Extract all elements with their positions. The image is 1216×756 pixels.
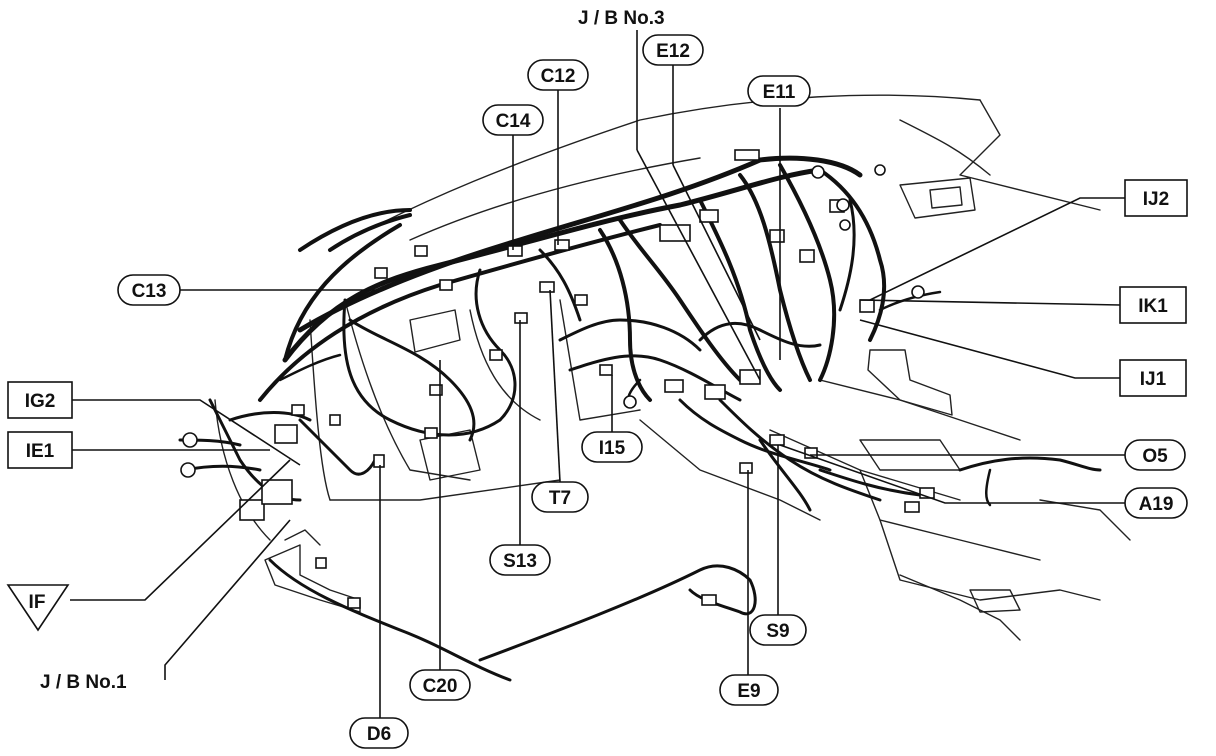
callout-a19: A19	[1124, 487, 1188, 519]
callout-c13: C13	[117, 274, 181, 306]
label-ie1: IE1	[26, 441, 55, 462]
callout-c12: C12	[527, 59, 589, 91]
label-c14: C14	[496, 111, 531, 132]
callout-ij2: IJ2	[1124, 179, 1188, 217]
label-e9: E9	[737, 681, 760, 702]
label-ij2: IJ2	[1143, 189, 1169, 210]
label-if: IF	[29, 592, 46, 613]
callout-jb3: J / B No.3	[578, 8, 665, 29]
harness-connectors	[180, 149, 935, 609]
label-a19: A19	[1139, 494, 1174, 515]
label-s13: S13	[503, 551, 537, 572]
callout-d6: D6	[349, 717, 409, 749]
label-jb3: J / B No.3	[578, 8, 665, 29]
label-o5: O5	[1142, 446, 1168, 467]
callout-e11: E11	[747, 75, 811, 107]
label-i15: I15	[599, 438, 626, 459]
callout-t7: T7	[531, 481, 589, 513]
vehicle-body-outline	[214, 94, 1131, 641]
callout-s13: S13	[489, 544, 551, 576]
label-d6: D6	[367, 724, 391, 745]
label-jb1: J / B No.1	[40, 672, 127, 693]
callout-c20: C20	[409, 669, 471, 701]
callout-ij1: IJ1	[1119, 359, 1187, 397]
label-e12: E12	[656, 41, 690, 62]
label-e11: E11	[763, 82, 796, 103]
callout-ig2: IG2	[7, 381, 73, 419]
label-c12: C12	[541, 66, 576, 87]
label-ik1: IK1	[1138, 296, 1168, 317]
callout-e12: E12	[642, 34, 704, 66]
label-ig2: IG2	[25, 391, 56, 412]
callout-if: IF	[6, 584, 70, 632]
callout-ik1: IK1	[1119, 286, 1187, 324]
leader-lines	[70, 30, 1125, 718]
callout-e9: E9	[719, 674, 779, 706]
callout-i15: I15	[581, 431, 643, 463]
label-t7: T7	[549, 488, 571, 509]
callout-ie1: IE1	[7, 431, 73, 469]
label-s9: S9	[766, 621, 789, 642]
label-c13: C13	[132, 281, 167, 302]
callout-jb1: J / B No.1	[40, 672, 127, 693]
callout-o5: O5	[1124, 439, 1186, 471]
label-c20: C20	[423, 676, 458, 697]
label-ij1: IJ1	[1140, 369, 1167, 390]
callout-s9: S9	[749, 614, 807, 646]
callout-c14: C14	[482, 104, 544, 136]
